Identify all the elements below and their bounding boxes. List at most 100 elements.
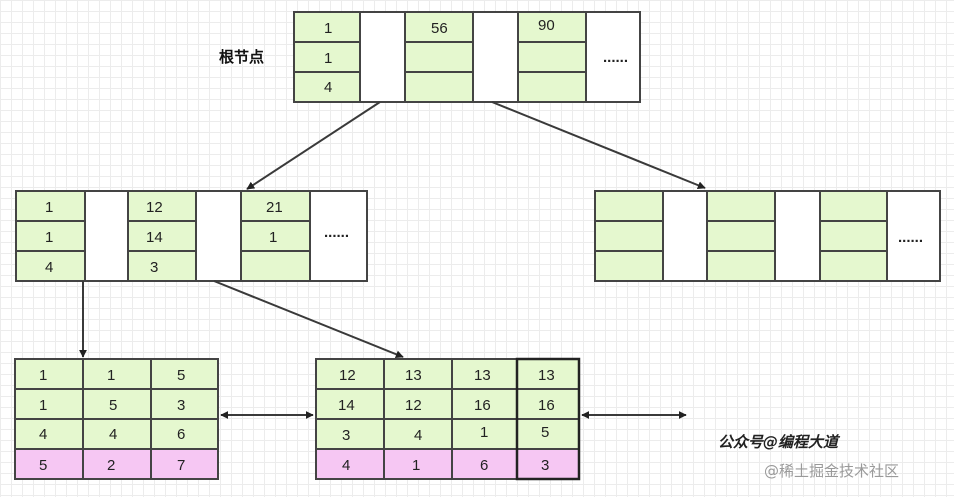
leaf-left-border <box>14 358 219 480</box>
internal-key-cell <box>594 220 664 252</box>
leaf-key: 3 <box>177 397 185 414</box>
internal-node-left: 1 1 4 12 14 3 21 1 ...... <box>15 190 368 282</box>
root-key-cell <box>404 41 474 73</box>
internal-key: 14 <box>146 229 163 246</box>
leaf-node-right: 12 13 13 13 14 12 16 16 3 4 1 5 4 1 6 3 <box>315 357 581 481</box>
root-pointer-cell <box>472 11 519 103</box>
leaf-key: 4 <box>109 426 117 443</box>
internal-key: 4 <box>45 259 53 276</box>
internal-key: 21 <box>266 199 283 216</box>
leaf-key: 4 <box>414 427 422 444</box>
leaf-key-cell <box>150 388 219 420</box>
leaf-data: 5 <box>39 457 47 474</box>
leaf-key: 3 <box>342 427 350 444</box>
root-key-cell <box>517 71 587 103</box>
root-key: 1 <box>324 50 332 67</box>
internal-key-cell <box>127 250 197 282</box>
leaf-key: 13 <box>474 367 491 384</box>
leaf-key-cell <box>82 358 152 390</box>
root-key: 90 <box>538 17 555 34</box>
edge-root-to-left <box>246 101 381 190</box>
root-key-cell <box>404 71 474 103</box>
leaf-data: 3 <box>541 457 549 474</box>
internal-key-cell <box>819 190 888 222</box>
internal-pointer-cell <box>774 190 821 282</box>
leaf-key: 4 <box>39 426 47 443</box>
leaf-key: 13 <box>538 367 555 384</box>
internal-key: 1 <box>45 199 53 216</box>
leaf-key: 6 <box>177 426 185 443</box>
leaf-data: 7 <box>177 457 185 474</box>
internal-key-cell <box>706 190 776 222</box>
leaf-key: 13 <box>405 367 422 384</box>
leaf-data: 2 <box>107 457 115 474</box>
leaf-data-cell <box>451 448 518 480</box>
leaf-key: 1 <box>480 424 488 441</box>
internal-key-cell <box>706 220 776 252</box>
edge-internal-to-leaf-right <box>213 280 404 359</box>
internal-key: 12 <box>146 199 163 216</box>
leaf-key: 1 <box>39 367 47 384</box>
leaf-key: 12 <box>339 367 356 384</box>
leaf-data: 1 <box>412 457 420 474</box>
leaf-data: 6 <box>480 457 488 474</box>
root-key: 1 <box>324 20 332 37</box>
leaf-key-cell <box>383 388 453 420</box>
root-key-cell <box>517 41 587 73</box>
root-node: 1 1 4 56 90 ...... <box>293 11 641 103</box>
internal-key-cell <box>819 220 888 252</box>
root-key: 4 <box>324 79 332 96</box>
internal-key-cell <box>594 190 664 222</box>
internal-right-ellipsis: ...... <box>898 229 923 246</box>
leaf-highlight-column <box>515 357 581 481</box>
root-pointer-cell <box>359 11 406 103</box>
root-ellipsis-cell <box>585 11 641 103</box>
leaf-key: 5 <box>541 424 549 441</box>
leaf-data: 4 <box>342 457 350 474</box>
internal-key: 1 <box>269 229 277 246</box>
leaf-key-cell <box>14 358 84 390</box>
leaf-key-cell <box>383 418 453 450</box>
leaf-key: 5 <box>177 367 185 384</box>
leaf-key: 16 <box>538 397 555 414</box>
leaf-key-cell <box>14 418 84 450</box>
leaf-key: 12 <box>405 397 422 414</box>
internal-key: 3 <box>150 259 158 276</box>
internal-key-cell <box>594 250 664 282</box>
root-node-label: 根节点 <box>219 48 264 66</box>
leaf-key: 14 <box>338 397 355 414</box>
leaf-key: 1 <box>39 397 47 414</box>
internal-key-cell <box>15 250 86 282</box>
internal-node-right: ...... <box>594 190 941 282</box>
leaf-key: 5 <box>109 397 117 414</box>
watermark-primary: 公众号@编程大道 <box>718 433 841 451</box>
leaf-key-cell <box>82 418 152 450</box>
root-node-border <box>293 11 641 103</box>
internal-left-border <box>15 190 368 282</box>
internal-key-cell <box>706 250 776 282</box>
leaf-data-cell <box>383 448 453 480</box>
internal-right-border <box>594 190 941 282</box>
leaf-data-cell <box>14 448 84 480</box>
leaf-key: 16 <box>474 397 491 414</box>
internal-pointer-cell <box>84 190 129 282</box>
internal-pointer-cell <box>662 190 708 282</box>
internal-key-cell <box>240 250 311 282</box>
watermark-secondary: @稀土掘金技术社区 <box>764 462 899 480</box>
leaf-node-left: 1 1 5 1 5 3 4 4 6 5 2 7 <box>14 358 219 480</box>
root-ellipsis: ...... <box>603 49 628 66</box>
edge-root-to-right <box>491 101 706 190</box>
internal-key-cell <box>127 220 197 252</box>
leaf-key-cell <box>14 388 84 420</box>
root-key: 56 <box>431 20 448 37</box>
leaf-key: 1 <box>107 367 115 384</box>
internal-key-cell <box>240 190 311 222</box>
internal-left-ellipsis: ...... <box>324 224 349 241</box>
internal-pointer-cell <box>195 190 242 282</box>
leaf-data-cell <box>82 448 152 480</box>
internal-key-cell <box>819 250 888 282</box>
internal-ellipsis-cell <box>886 190 941 282</box>
internal-key: 1 <box>45 229 53 246</box>
